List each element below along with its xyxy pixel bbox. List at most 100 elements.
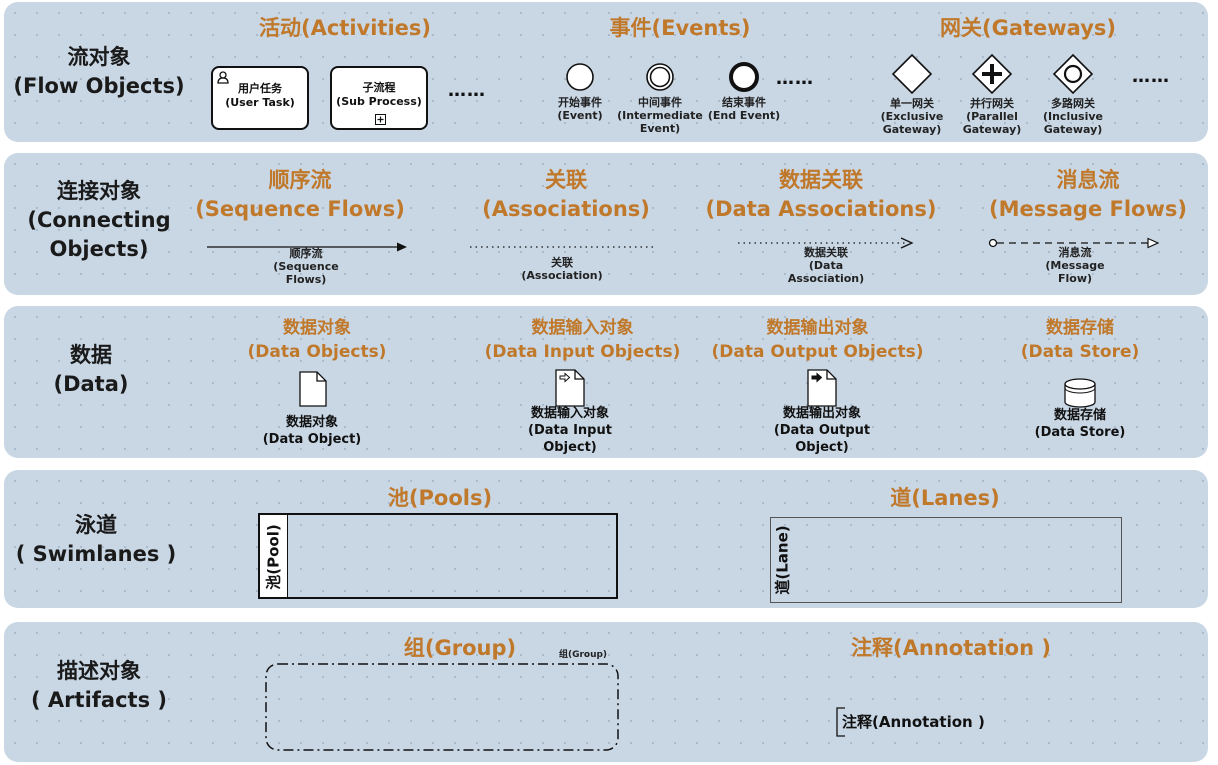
row-label-swimlanes: 泳道 ( Swimlanes ) [6, 511, 186, 569]
sub-process-label: 子流程 [362, 81, 396, 94]
caption-line: Flow) [1057, 272, 1093, 285]
user-task-label: (User Task) [225, 96, 295, 109]
group-heading: 组(Group) [403, 636, 517, 660]
data-store-heading: 数据存储 (Data Store) [1005, 316, 1155, 364]
caption-line: 顺序流 [289, 247, 323, 260]
data-association-arrow [738, 237, 914, 249]
pool-caption: 池(Pool) [264, 524, 283, 590]
caption-line: (Data Object) [262, 432, 362, 447]
row-label-line: Objects) [49, 237, 149, 261]
data-object-caption: 数据对象 (Data Object) [252, 414, 372, 448]
caption-line: (Exclusive [880, 110, 944, 123]
gateways-heading: 网关(Gateways) [940, 16, 1116, 40]
caption-line: (Data Output [773, 423, 871, 438]
group-shape [265, 663, 619, 751]
row-label-line: 流对象 [67, 45, 131, 69]
caption-line: Object) [795, 440, 849, 455]
row-label-line: (Data) [53, 372, 129, 396]
caption-line: 中间事件 [638, 96, 682, 109]
parallel-gateway-icon [971, 53, 1013, 95]
message-flow-caption: 消息流 (Message Flow) [1030, 246, 1120, 285]
heading-line: 数据输入对象 [531, 318, 634, 338]
end-event-caption: 结束事件 (End Event) [704, 96, 784, 122]
caption-line: (Message [1045, 259, 1105, 272]
pools-heading: 池(Pools) [387, 486, 493, 510]
data-output-icon [807, 369, 837, 407]
data-input-objects-heading: 数据输入对象 (Data Input Objects) [470, 316, 695, 364]
caption-line: Event) [639, 122, 681, 135]
sequence-flow-arrow [207, 242, 407, 252]
row-label-flow-objects: 流对象 (Flow Objects) [6, 43, 192, 101]
exclusive-gateway-caption: 单一网关 (Exclusive Gateway) [872, 97, 952, 136]
data-object-icon [299, 371, 327, 407]
row-label-connecting-objects: 连接对象 (Connecting Objects) [6, 177, 192, 264]
caption-line: 结束事件 [722, 96, 766, 109]
activities-heading: 活动(Activities) [259, 16, 431, 40]
row-label-line: 泳道 [75, 513, 117, 537]
caption-line: 多路网关 [1051, 97, 1095, 110]
heading-line: (Data Input Objects) [484, 342, 681, 362]
association-line [470, 246, 655, 248]
heading-line: (Sequence Flows) [195, 197, 405, 221]
band-data [4, 306, 1208, 458]
message-flows-heading: 消息流 (Message Flows) [978, 166, 1198, 224]
band-swimlanes [4, 470, 1208, 608]
band-artifacts [4, 622, 1208, 762]
parallel-gateway-caption: 并行网关 (Parallel Gateway) [952, 97, 1032, 136]
pool-header: 池(Pool) [260, 515, 288, 597]
caption-line: 关联 [551, 256, 573, 269]
data-objects-heading: 数据对象 (Data Objects) [232, 316, 402, 364]
inclusive-gateway-icon [1052, 53, 1094, 95]
caption-line: 开始事件 [558, 96, 602, 109]
data-output-objects-heading: 数据输出对象 (Data Output Objects) [700, 316, 935, 364]
events-heading: 事件(Events) [609, 16, 751, 40]
associations-heading: 关联 (Associations) [466, 166, 666, 224]
heading-line: 关联 [545, 168, 587, 192]
row-label-line: 描述对象 [57, 659, 141, 683]
row-label-line: 数据 [70, 343, 112, 367]
caption-line: (Data Store) [1034, 425, 1126, 440]
user-icon [217, 71, 229, 84]
caption-line: 数据输出对象 [782, 406, 861, 421]
caption-line: 数据关联 [804, 246, 848, 259]
annotation-bracket [836, 707, 845, 737]
heading-line: 消息流 [1056, 168, 1120, 192]
row-label-line: (Flow Objects) [13, 74, 185, 98]
lane-shape: 道(Lane) [770, 517, 1122, 603]
heading-line: 顺序流 [268, 168, 332, 192]
user-task-shape: 用户任务 (User Task) [211, 66, 309, 130]
sub-process-shape: 子流程 (Sub Process) [330, 66, 428, 130]
heading-line: 数据对象 [283, 318, 351, 338]
data-store-caption: 数据存储 (Data Store) [1020, 407, 1140, 441]
association-caption: 关联 (Association) [512, 256, 612, 282]
row-label-artifacts: 描述对象 ( Artifacts ) [6, 657, 192, 715]
expand-plus-icon [375, 114, 386, 125]
caption-line: 单一网关 [890, 97, 934, 110]
data-store-icon [1064, 378, 1096, 408]
caption-line: Gateway) [882, 123, 942, 136]
lane-caption: 道(Lane) [773, 525, 792, 595]
caption-line: 数据对象 [285, 415, 338, 430]
data-input-icon [555, 369, 585, 407]
start-event-caption: 开始事件 (Event) [540, 96, 620, 122]
row-label-data: 数据 (Data) [6, 341, 176, 399]
intermediate-event-icon [646, 63, 674, 91]
exclusive-gateway-icon [891, 53, 933, 95]
caption-line: 并行网关 [970, 97, 1014, 110]
caption-line: 数据输入对象 [530, 406, 609, 421]
row-label-line: ( Artifacts ) [31, 688, 167, 712]
group-caption: 组(Group) [558, 650, 608, 660]
caption-line: (Association) [521, 269, 603, 282]
row-label-line: 连接对象 [57, 179, 141, 203]
caption-line: (End Event) [707, 109, 781, 122]
caption-line: 数据存储 [1053, 408, 1106, 423]
caption-line: (Inclusive [1042, 110, 1104, 123]
caption-line: (Intermediate [617, 109, 703, 122]
events-more-dots: …… [776, 68, 814, 89]
row-label-line: ( Swimlanes ) [15, 542, 177, 566]
heading-line: 数据关联 [779, 168, 863, 192]
caption-line: Object) [543, 440, 597, 455]
data-association-caption: 数据关联 (Data Association) [780, 246, 872, 285]
user-task-label: 用户任务 [238, 82, 282, 95]
caption-line: (Event) [557, 109, 603, 122]
